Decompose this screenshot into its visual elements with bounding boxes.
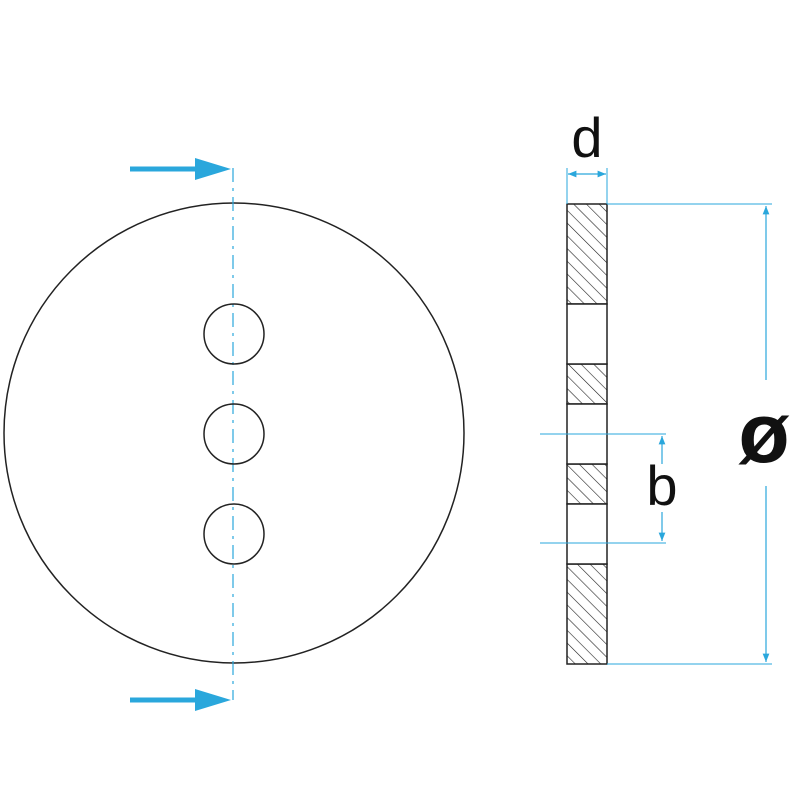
front-view [3, 158, 465, 711]
section-view [566, 203, 608, 665]
diameter-label: ø [738, 386, 789, 480]
section-arrow-top [130, 158, 231, 180]
dimension-hole: b [540, 433, 678, 544]
hole-middle [203, 403, 265, 465]
section-arrow-bottom [130, 689, 231, 711]
section-hole-3 [566, 503, 608, 565]
section-segment-3 [566, 463, 608, 505]
washer-outline [3, 202, 465, 664]
section-hole-1 [566, 303, 608, 365]
hole-bottom [203, 503, 265, 565]
section-segment-2 [566, 363, 608, 405]
hole-diameter-label: b [646, 454, 677, 517]
section-segment-4 [566, 563, 608, 665]
dimension-thickness: d [566, 106, 608, 204]
dimension-diameter: ø [607, 203, 790, 665]
section-segment-1 [566, 203, 608, 305]
thickness-label: d [571, 106, 602, 169]
hole-top [203, 303, 265, 365]
